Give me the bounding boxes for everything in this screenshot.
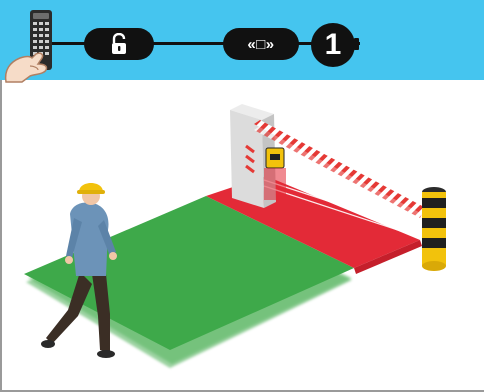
warning-post-icon bbox=[422, 187, 446, 271]
unlock-mode-pill bbox=[84, 28, 154, 60]
step-connector-end bbox=[354, 38, 359, 50]
mode-arrows-icon: «□» bbox=[223, 28, 299, 60]
hand-icon bbox=[6, 53, 47, 82]
mode-glyph: «□» bbox=[247, 36, 274, 53]
remote-control-icon bbox=[0, 8, 64, 84]
step-number: 1 bbox=[325, 28, 342, 62]
detection-sensor-icon bbox=[264, 148, 286, 200]
padlock-unlocked-icon bbox=[110, 33, 128, 55]
step-number-badge: 1 bbox=[311, 23, 355, 67]
safety-zone-scene bbox=[0, 80, 484, 392]
mode-header-bar: «□» 1 bbox=[0, 0, 484, 80]
